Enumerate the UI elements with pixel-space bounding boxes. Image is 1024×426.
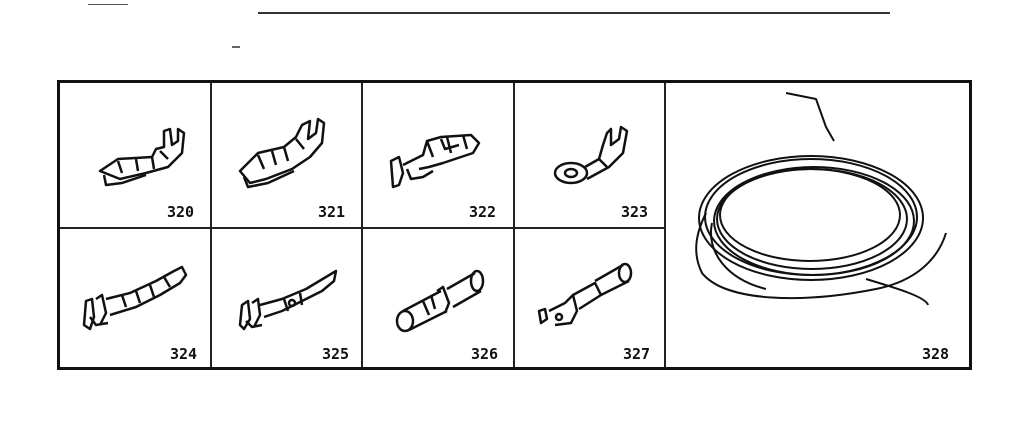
receptacle-terminal-icon: [98, 127, 186, 187]
part-cell-325[interactable]: 325: [212, 229, 361, 367]
part-cell-323[interactable]: 323: [515, 83, 664, 227]
part-number: 321: [318, 203, 346, 221]
insulated-terminal-icon: [389, 133, 481, 189]
part-number: 322: [469, 203, 497, 221]
part-number: 320: [167, 203, 195, 221]
part-number: 324: [170, 345, 198, 363]
part-number: 328: [922, 345, 950, 363]
part-number: 323: [621, 203, 649, 221]
parts-grid: 320 321: [57, 80, 972, 370]
part-cell-322[interactable]: 322: [363, 83, 513, 227]
scan-mark: [88, 4, 128, 5]
ring-terminal-icon: [553, 125, 629, 185]
grid-divider: [361, 83, 363, 367]
bullet-connector-icon: [537, 262, 633, 327]
grid-divider: [513, 83, 515, 367]
grid-divider: [210, 83, 212, 367]
receptacle-terminal-icon: [238, 117, 326, 189]
wire-coil-icon: [695, 92, 947, 306]
part-number: 327: [623, 345, 651, 363]
part-cell-327[interactable]: 327: [515, 229, 664, 367]
grid-divider: [60, 227, 665, 229]
part-cell-324[interactable]: 324: [60, 229, 210, 367]
pin-terminal-icon: [238, 269, 338, 331]
part-number: 326: [471, 345, 499, 363]
header-rule: [258, 12, 890, 14]
part-cell-321[interactable]: 321: [212, 83, 361, 227]
part-cell-320[interactable]: 320: [60, 83, 210, 227]
scan-speck: [232, 46, 240, 48]
part-cell-328[interactable]: 328: [666, 83, 969, 367]
pin-terminal-icon: [82, 265, 188, 331]
tubular-sleeve-icon: [395, 269, 485, 333]
grid-divider: [664, 83, 666, 367]
part-cell-326[interactable]: 326: [363, 229, 513, 367]
part-number: 325: [322, 345, 350, 363]
